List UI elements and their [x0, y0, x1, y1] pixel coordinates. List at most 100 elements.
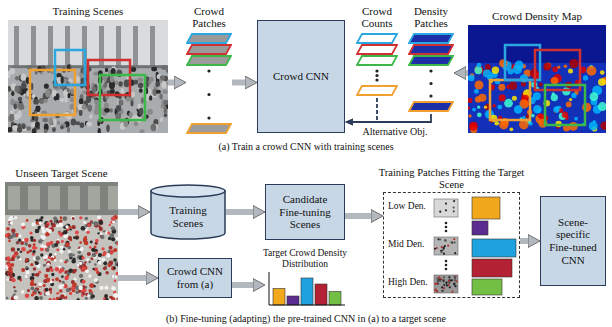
art-part [28, 186, 40, 210]
art-part [454, 252, 456, 254]
art-part [88, 261, 91, 264]
art-part [445, 230, 448, 233]
art-part [439, 211, 441, 213]
art-part [139, 108, 144, 116]
art-part [477, 106, 480, 109]
art-part [436, 290, 438, 292]
art-part [36, 273, 40, 277]
art-part [543, 63, 551, 71]
art-part [35, 261, 39, 265]
art-part [60, 296, 63, 299]
art-part [31, 294, 34, 297]
art-part [39, 296, 43, 300]
art-part [21, 290, 25, 294]
art-part [82, 266, 86, 270]
art-part [98, 261, 102, 265]
art-part [301, 278, 313, 305]
box-label: Training Scenes [153, 204, 223, 229]
art-part [29, 232, 32, 235]
art-part [48, 288, 52, 292]
art-part [443, 276, 445, 278]
art-part [14, 216, 17, 219]
art-part [12, 254, 16, 258]
art-part [83, 237, 87, 241]
art-part [92, 86, 97, 93]
art-part [8, 218, 11, 221]
art-part [40, 247, 44, 251]
art-part [566, 102, 572, 108]
art-part [484, 105, 487, 108]
flow-arrow [232, 282, 258, 288]
art-part [16, 255, 20, 259]
art-part [7, 278, 10, 281]
art-part [151, 67, 157, 72]
art-part [315, 284, 327, 305]
art-part [45, 291, 49, 295]
art-part [207, 93, 210, 96]
patch-stack: Density Patches [408, 32, 454, 114]
art-part [68, 268, 72, 272]
art-part [21, 268, 25, 272]
process-box: Crowd CNN [257, 20, 345, 133]
art-part [105, 271, 108, 274]
art-part [76, 76, 80, 83]
art-part [100, 235, 104, 239]
art-part [118, 100, 123, 107]
art-part [138, 82, 144, 88]
art-part [72, 282, 77, 287]
art-part [45, 247, 49, 251]
art-part [49, 220, 52, 223]
art-part [43, 255, 47, 259]
art-part [54, 259, 57, 262]
art-part [111, 226, 115, 230]
art-part [443, 253, 445, 255]
art-part [61, 240, 64, 243]
art-part [60, 246, 63, 249]
art-part [94, 98, 98, 104]
art-part [62, 284, 65, 287]
art-part [453, 210, 455, 212]
art-part [69, 292, 72, 295]
density-map: Crowd Density Map [468, 25, 606, 133]
art-part [551, 94, 558, 101]
art-part [156, 90, 161, 94]
flow-arrow [520, 238, 533, 244]
flow-arrow [118, 275, 151, 281]
art-part [14, 103, 17, 109]
art-part [79, 110, 83, 117]
art-part [30, 282, 34, 286]
art-part [116, 242, 118, 245]
art-part [437, 280, 439, 282]
art-part [522, 116, 525, 119]
art-part [21, 247, 26, 252]
art-part [71, 225, 75, 229]
art-part [45, 89, 50, 97]
art-part [88, 274, 91, 277]
art-part [38, 239, 42, 243]
art-part [568, 68, 573, 73]
art-part [94, 278, 98, 282]
art-part [451, 290, 453, 292]
art-part [63, 230, 68, 235]
art-part [25, 261, 27, 263]
art-part [434, 237, 458, 255]
art-part [159, 94, 162, 100]
art-part [531, 114, 535, 118]
art-part [26, 219, 29, 222]
art-part [89, 114, 92, 118]
art-part [12, 125, 16, 130]
art-part [513, 65, 522, 74]
art-part [562, 112, 568, 118]
art-part [55, 50, 85, 85]
art-part [33, 99, 39, 105]
node-heading: Crowd Counts [347, 5, 407, 30]
art-part [111, 216, 115, 220]
art-part [60, 294, 65, 299]
art-part [46, 261, 51, 266]
art-part [94, 263, 96, 265]
art-part [131, 91, 135, 97]
art-part [25, 267, 28, 270]
art-part [11, 278, 15, 282]
art-part [509, 82, 517, 90]
art-part [21, 74, 27, 81]
